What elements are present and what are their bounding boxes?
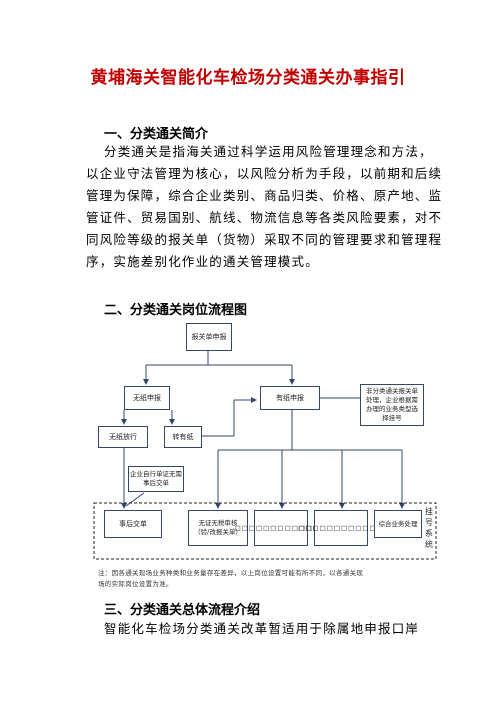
flowchart-connectors	[93, 351, 437, 560]
declare-box: 报关单申报	[186, 323, 232, 351]
no-cert-review-box: 无证无税审核（验/改报关单）	[188, 510, 248, 546]
para-line: 分类通关是指海关通过科学运用风险管理理念和方法，	[104, 144, 433, 159]
note-line: 注：因各通关现场业务种类和业务量存在差异，以上岗位设置可能有所不同，以各通关现	[98, 569, 364, 577]
register-label: 挂号系统	[425, 507, 433, 549]
section3-heading: 三、分类通关总体流程介绍	[104, 603, 261, 618]
garbled-box-a: □□□□□□□□□□□□□	[235, 510, 326, 546]
post-submit-box: 事后交单	[104, 510, 162, 538]
section2-heading: 二、分类通关岗位流程图	[104, 303, 248, 318]
para-line: 管证件、贸易国别、航线、物流信息等各类风险要素，对不	[86, 210, 443, 225]
self-print-box: 企业自行单证无需事后交单	[128, 466, 184, 492]
to-paper-box: 转有纸	[164, 426, 202, 448]
flow-note: 注：因各通关现场业务种类和业务量存在差异，以上岗位设置可能有所不同，以各通关现 …	[98, 568, 428, 590]
para-line: 以企业守法管理为核心，以风险分析为手段，以前期和后续	[86, 166, 443, 181]
flowchart: 报关单申报 无纸申报 有纸申报 无纸放行 转有纸 非分类通关报关单处理，企业根据…	[84, 318, 444, 564]
document-title: 黄埔海关智能化车检场分类通关办事指引	[90, 68, 406, 88]
garbled-box-b: □□□□□□□□□□□□	[298, 510, 383, 546]
release-box: 无纸放行	[98, 426, 148, 448]
para-line: 同风险等级的报关单（货物）采取不同的管理要求和管理程	[86, 232, 443, 247]
para-line: 智能化车检场分类通关改革暂适用于除属地申报口岸	[104, 621, 420, 636]
para-line: 序，实施差别化作业的通关管理模式。	[86, 254, 319, 269]
para-line: 管理为保障，综合企业类别、商品归类、价格、原产地、监	[86, 188, 443, 203]
section1-paragraph: 分类通关是指海关通过科学运用风险管理理念和方法， 以企业守法管理为核心，以风险分…	[86, 141, 442, 273]
note-line: 场的实际岗位设置为准。	[98, 580, 173, 588]
comprehensive-box: 综合业务处理	[374, 510, 422, 538]
side-note-box: 非分类通关报关单处理，企业根据需办理的业务类型选择挂号	[360, 384, 424, 426]
section1-heading: 一、分类通关简介	[104, 127, 209, 142]
paper-box: 有纸申报	[260, 386, 320, 410]
section3-paragraph: 智能化车检场分类通关改革暂适用于除属地申报口岸	[104, 618, 419, 640]
paperless-box: 无纸申报	[124, 386, 170, 410]
